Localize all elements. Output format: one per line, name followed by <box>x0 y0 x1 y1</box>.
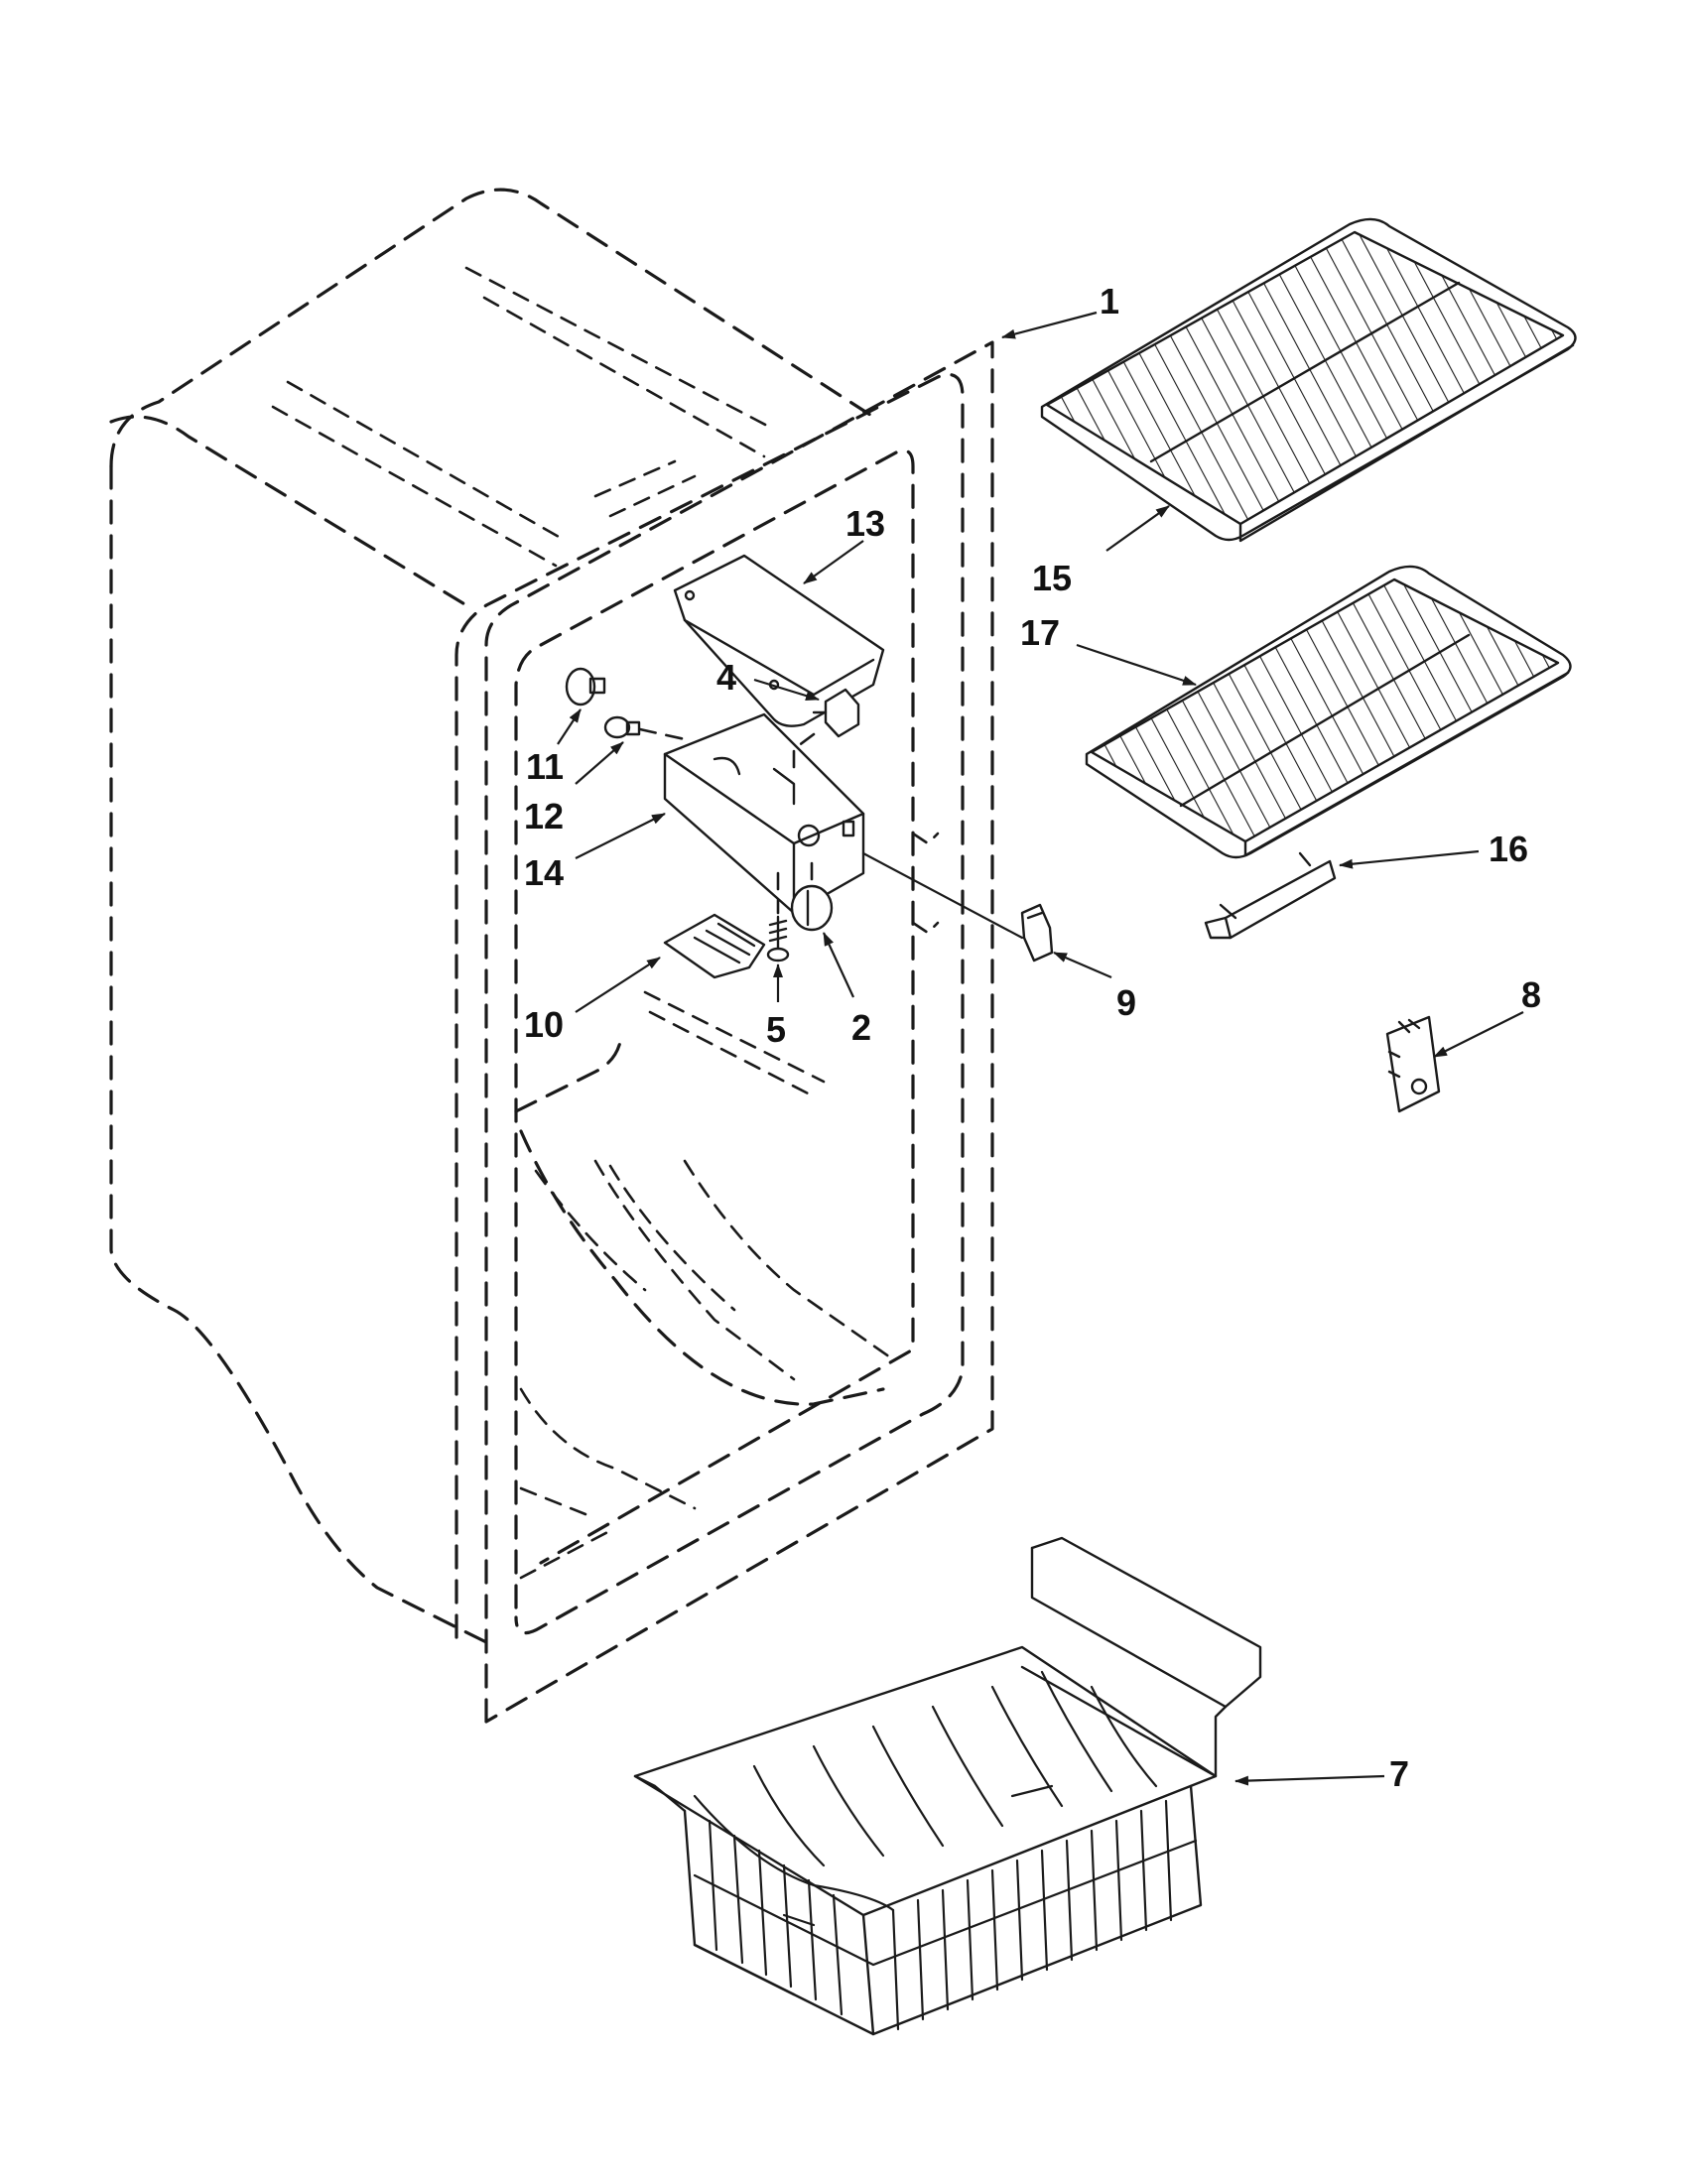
temperature-control <box>1385 1015 1441 1113</box>
callout-14: 14 <box>524 852 564 893</box>
leader-lines <box>557 311 1524 1786</box>
leader-9 <box>1053 951 1112 979</box>
callout-2: 2 <box>851 1007 871 1048</box>
callout-4: 4 <box>716 657 736 698</box>
wire-shelf-lower <box>1085 565 1572 859</box>
callout-10: 10 <box>524 1004 564 1045</box>
leader-13 <box>803 540 864 584</box>
leader-17 <box>1076 643 1197 687</box>
leader-11 <box>557 708 582 745</box>
callout-13: 13 <box>845 503 885 544</box>
light-housing <box>663 712 865 915</box>
freezer-basket <box>633 1536 1262 2036</box>
light-bulb <box>565 667 606 707</box>
screw <box>766 915 790 963</box>
callout-12: 12 <box>524 796 564 836</box>
assembly-connection-lines <box>638 727 1024 940</box>
switch-actuator <box>812 688 860 738</box>
leader-10 <box>575 957 661 1013</box>
callout-5: 5 <box>766 1009 786 1050</box>
wire-shelf-upper <box>1040 217 1577 543</box>
leader-14 <box>575 813 666 859</box>
door-switch <box>1020 903 1054 963</box>
light-bulb-small <box>603 715 641 739</box>
callout-8: 8 <box>1521 974 1541 1015</box>
callout-16: 16 <box>1489 829 1528 869</box>
shelf-retainer-bar <box>1204 851 1337 940</box>
leader-1 <box>1001 311 1098 339</box>
leader-12 <box>575 741 624 785</box>
control-knob <box>790 884 834 932</box>
callout-9: 9 <box>1116 982 1136 1023</box>
leader-2 <box>823 932 854 998</box>
leader-8 <box>1433 1011 1524 1058</box>
callout-labels: 1 2 4 5 7 8 9 10 11 12 13 14 15 16 17 <box>524 281 1541 1794</box>
callout-1: 1 <box>1100 281 1119 321</box>
leader-15 <box>1105 505 1170 552</box>
leader-4 <box>753 678 820 702</box>
light-lens <box>663 913 766 979</box>
cabinet-liner <box>109 188 994 1724</box>
callout-7: 7 <box>1389 1753 1409 1794</box>
leader-16 <box>1339 849 1480 869</box>
callout-15: 15 <box>1032 558 1072 598</box>
leader-7 <box>1234 1774 1385 1786</box>
callout-11: 11 <box>526 746 564 787</box>
callout-17: 17 <box>1020 612 1060 653</box>
